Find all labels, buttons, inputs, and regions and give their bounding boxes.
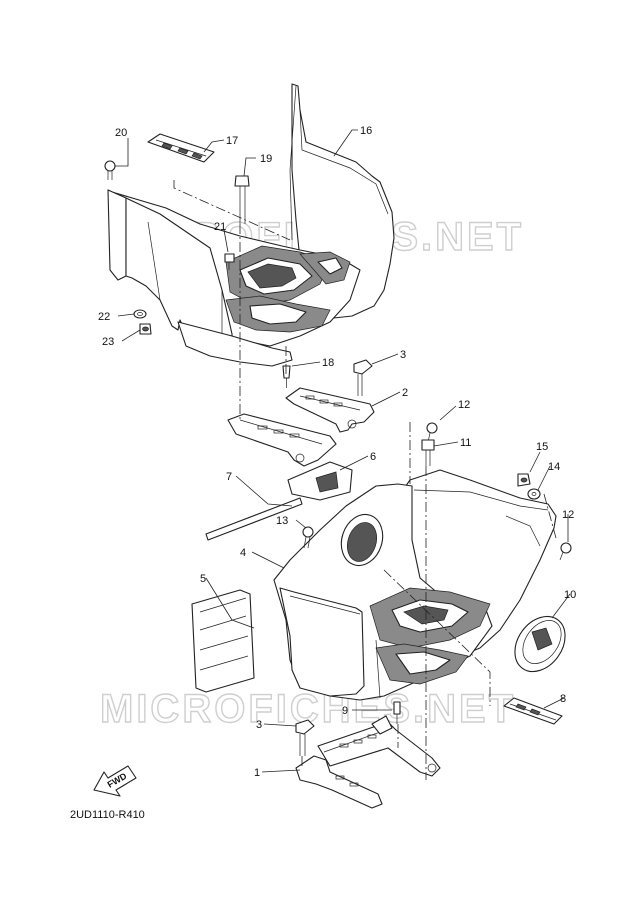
callout-23: 23: [102, 336, 114, 348]
footrest-bracket-part-1: [295, 715, 441, 809]
callout-7: 7: [226, 471, 232, 483]
callout-3-upper: 3: [400, 349, 406, 361]
callout-5: 5: [200, 573, 206, 585]
callout-8: 8: [560, 693, 566, 705]
bolt-part-3-upper: [353, 359, 373, 396]
callout-9: 9: [342, 705, 348, 717]
strip-part-7: [205, 497, 303, 541]
callout-13: 13: [276, 515, 288, 527]
callout-11: 11: [460, 437, 471, 449]
callout-12-right: 12: [562, 509, 574, 521]
screw-part-12-right: [559, 542, 572, 561]
right-footrest-assembly: [273, 469, 557, 701]
callout-20: 20: [115, 127, 127, 139]
step-plate-upper: [147, 133, 215, 163]
diagram-code: 2UD1110-R410: [70, 809, 145, 821]
callout-labels: 20 17 19 16 21 22 23 18 3 2 12 11 6 7 13…: [98, 125, 576, 779]
bolt-part-18: [282, 365, 291, 388]
leader-lines: [115, 129, 571, 780]
callout-10: 10: [564, 589, 576, 601]
screw-part-13: [302, 526, 314, 549]
bolt-part-3-lower: [295, 719, 315, 756]
callout-18: 18: [322, 357, 334, 369]
callout-6: 6: [370, 451, 376, 463]
callout-16: 16: [360, 125, 372, 137]
callout-15: 15: [536, 441, 548, 453]
callout-17: 17: [226, 135, 238, 147]
fwd-arrow-icon: FWD: [93, 765, 137, 797]
bolt-part-11: [421, 439, 435, 466]
callout-21: 21: [214, 221, 226, 233]
upper-tread-pattern: [225, 245, 351, 333]
callout-22: 22: [98, 311, 110, 323]
callout-1: 1: [254, 767, 260, 779]
bracket-part-2: [285, 387, 375, 433]
nut-part-15: [517, 473, 531, 487]
callout-2: 2: [402, 387, 408, 399]
callout-12-upper: 12: [458, 399, 470, 411]
footrest-bracket-upper: [227, 413, 337, 467]
screw-part-12-upper: [426, 422, 438, 443]
upper-fasteners: [104, 160, 250, 335]
left-footrest-fender-assembly: [107, 83, 395, 367]
washer-part-14: [527, 488, 541, 500]
step-plate-part-8: [503, 697, 563, 725]
seal-part-6: [287, 461, 353, 501]
bolt-part-9: [393, 701, 401, 724]
callout-19: 19: [260, 153, 272, 165]
callout-4: 4: [240, 547, 246, 559]
cap-part-10: [514, 615, 566, 673]
callout-3-lower: 3: [256, 719, 262, 731]
lower-tread-pattern: [369, 587, 491, 685]
callout-14: 14: [548, 461, 560, 473]
